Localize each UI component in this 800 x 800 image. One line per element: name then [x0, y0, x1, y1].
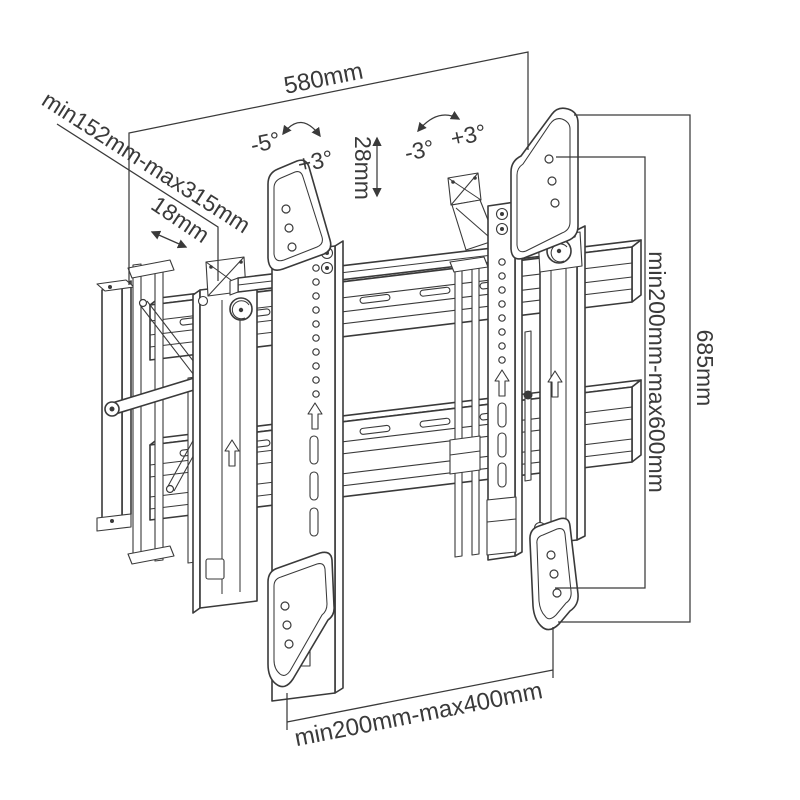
dim-vesa-height-label: min200mm-max600mm	[644, 251, 670, 493]
dimension-extension-range: min152mm-max315mm	[38, 86, 256, 281]
up-arrow-icon	[494, 369, 510, 397]
tilt-right-up-label: +3°	[448, 119, 488, 152]
dimension-vesa-height: min200mm-max600mm	[555, 156, 670, 589]
up-arrow-icon	[307, 402, 323, 430]
bracket-column-left	[192, 256, 258, 614]
tilt-angle-left: -5° +3°	[248, 121, 335, 178]
dim-overall-height-label: 685mm	[692, 330, 718, 407]
up-arrow-icon	[224, 439, 240, 467]
tilt-right-down-label: -3°	[402, 134, 436, 166]
tilt-left-down-label: -5°	[248, 126, 282, 158]
tilt-left-up-label: +3°	[295, 145, 335, 178]
corner-plate-top-right	[510, 107, 579, 260]
corner-plate-bottom-left	[267, 551, 335, 688]
vesa-upright-right	[486, 197, 523, 561]
bracket-column-right	[537, 225, 586, 545]
wall-pivot-rail-left	[96, 279, 135, 532]
dim-height-adjust-label: 28mm	[350, 136, 376, 200]
corner-plate-bottom-right	[529, 517, 579, 631]
dimension-height-adjust-28mm: 28mm	[350, 136, 382, 200]
adjust-knob-left	[197, 295, 209, 307]
dimension-overall-height: 685mm	[558, 114, 718, 623]
corner-plate-top-left	[267, 159, 334, 275]
up-arrow-icon	[547, 370, 563, 398]
dim-extension-range-label: min152mm-max315mm	[38, 86, 256, 238]
pop-out-mechanism-right	[447, 172, 533, 558]
tilt-angle-right: -3° +3°	[402, 110, 488, 166]
